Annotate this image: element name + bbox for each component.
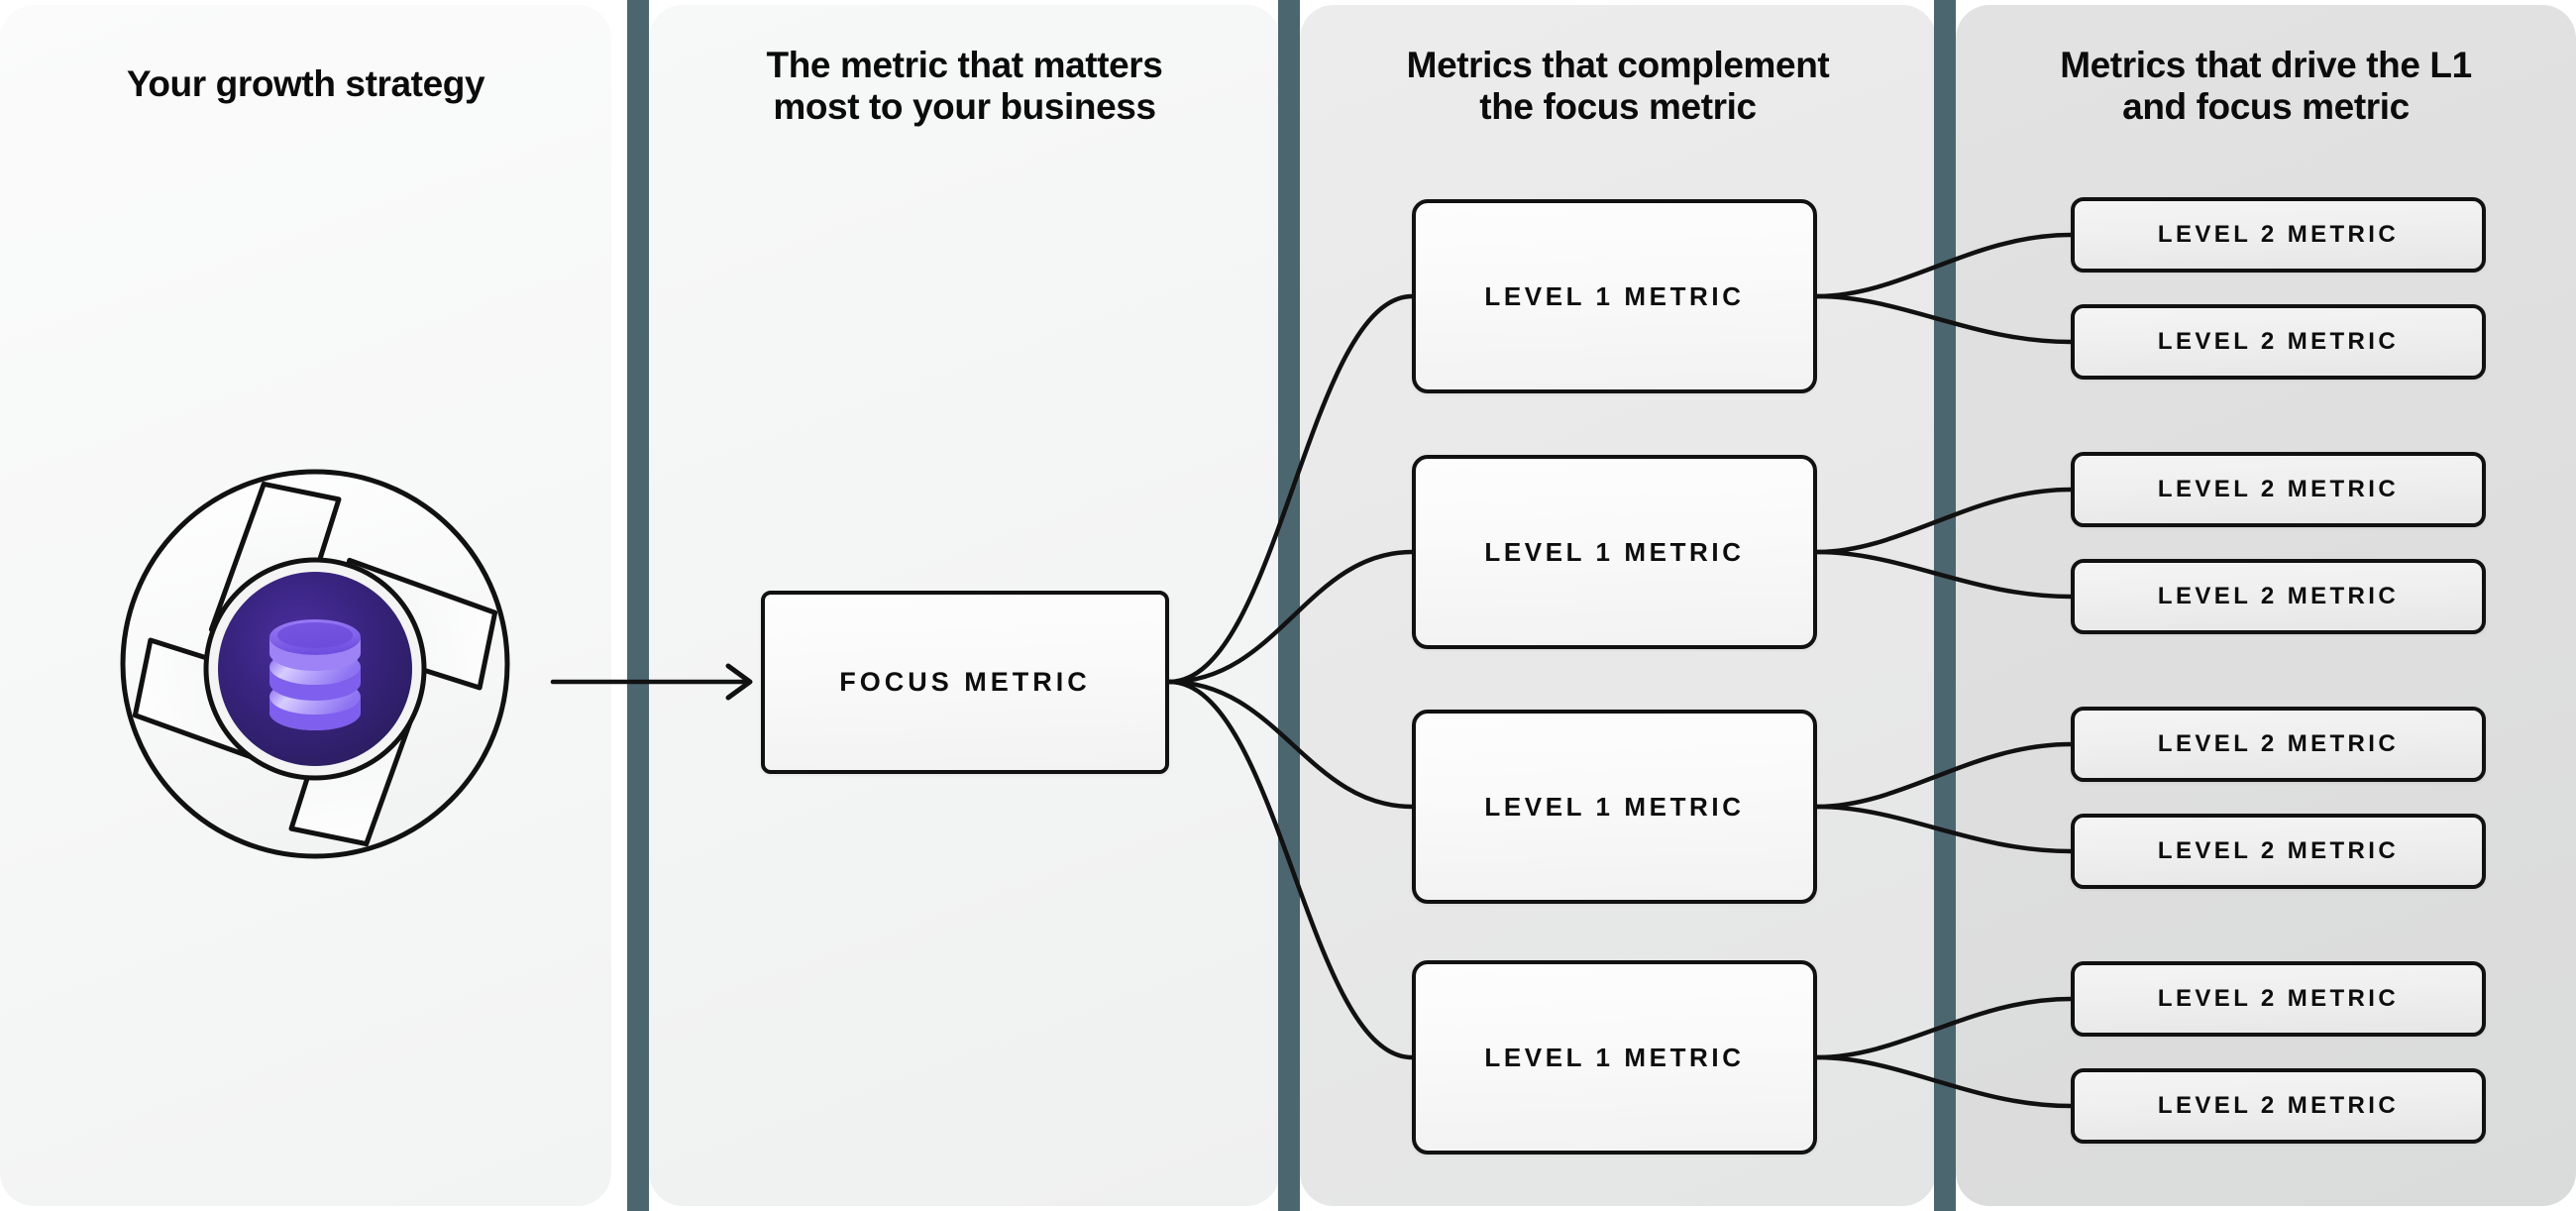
node-label: FOCUS METRIC xyxy=(839,667,1091,697)
aperture-database-icon xyxy=(120,469,510,859)
node-label: LEVEL 2 METRIC xyxy=(2157,730,2400,757)
column-divider-1 xyxy=(627,0,649,1211)
node-level2-metric[interactable]: LEVEL 2 METRIC xyxy=(2071,304,2486,380)
node-level1-metric[interactable]: LEVEL 1 METRIC xyxy=(1412,199,1817,393)
node-level1-metric[interactable]: LEVEL 1 METRIC xyxy=(1412,710,1817,904)
column-divider-2 xyxy=(1278,0,1300,1211)
node-level2-metric[interactable]: LEVEL 2 METRIC xyxy=(2071,961,2486,1037)
column-header-focus-metric: The metric that matters most to your bus… xyxy=(649,45,1280,128)
node-level2-metric[interactable]: LEVEL 2 METRIC xyxy=(2071,814,2486,889)
node-label: LEVEL 2 METRIC xyxy=(2157,221,2400,248)
node-label: LEVEL 1 METRIC xyxy=(1484,280,1745,311)
column-header-growth-strategy: Your growth strategy xyxy=(0,63,611,105)
node-level2-metric[interactable]: LEVEL 2 METRIC xyxy=(2071,707,2486,782)
header-line: Metrics that complement the focus metric xyxy=(1406,45,1830,128)
node-label: LEVEL 2 METRIC xyxy=(2157,583,2400,609)
header-line: Metrics that drive the L1 and focus metr… xyxy=(2060,45,2472,128)
node-focus-metric[interactable]: FOCUS METRIC xyxy=(761,591,1169,774)
header-line: Your growth strategy xyxy=(126,63,485,104)
node-level2-metric[interactable]: LEVEL 2 METRIC xyxy=(2071,452,2486,527)
node-level1-metric[interactable]: LEVEL 1 METRIC xyxy=(1412,960,1817,1155)
database-icon xyxy=(269,619,361,730)
node-label: LEVEL 2 METRIC xyxy=(2157,476,2400,502)
node-level2-metric[interactable]: LEVEL 2 METRIC xyxy=(2071,1068,2486,1144)
node-label: LEVEL 1 METRIC xyxy=(1484,536,1745,567)
node-label: LEVEL 2 METRIC xyxy=(2157,1092,2400,1119)
node-level2-metric[interactable]: LEVEL 2 METRIC xyxy=(2071,559,2486,634)
node-label: LEVEL 1 METRIC xyxy=(1484,791,1745,822)
column-divider-3 xyxy=(1934,0,1956,1211)
header-line: The metric that matters most to your bus… xyxy=(766,45,1163,128)
node-label: LEVEL 2 METRIC xyxy=(2157,985,2400,1012)
node-level2-metric[interactable]: LEVEL 2 METRIC xyxy=(2071,197,2486,273)
node-label: LEVEL 2 METRIC xyxy=(2157,837,2400,864)
node-level1-metric[interactable]: LEVEL 1 METRIC xyxy=(1412,455,1817,649)
column-header-complement-metrics: Metrics that complement the focus metric xyxy=(1300,45,1936,128)
node-label: LEVEL 1 METRIC xyxy=(1484,1042,1745,1072)
node-label: LEVEL 2 METRIC xyxy=(2157,328,2400,355)
column-header-driver-metrics: Metrics that drive the L1 and focus metr… xyxy=(1956,45,2576,128)
